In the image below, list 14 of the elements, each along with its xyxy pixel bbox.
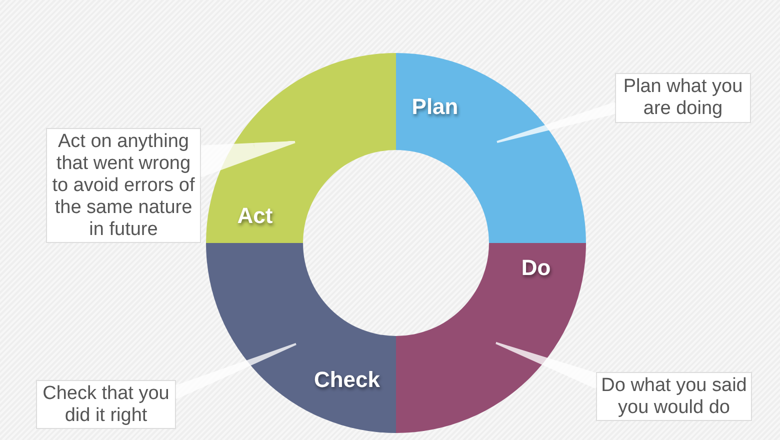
segment-label: Plan [412, 94, 458, 120]
callout-text: Act on anything that went wrong to avoid errors of the same nature in future [51, 130, 196, 240]
callout-box [615, 73, 751, 123]
callout-pointer [175, 343, 297, 400]
segment-label: Check [314, 367, 380, 393]
callout-pointer [496, 102, 616, 143]
callout-box [36, 380, 176, 429]
callout-pointer [200, 141, 296, 178]
callout-pointer [495, 342, 597, 389]
callout-text: Plan what you are doing [622, 76, 744, 120]
callout-text: Do what you said you would do [600, 374, 748, 418]
segment-label: Do [521, 255, 551, 281]
callout-text: Check that you did it right [42, 382, 170, 426]
segment-label: Act [237, 203, 273, 229]
